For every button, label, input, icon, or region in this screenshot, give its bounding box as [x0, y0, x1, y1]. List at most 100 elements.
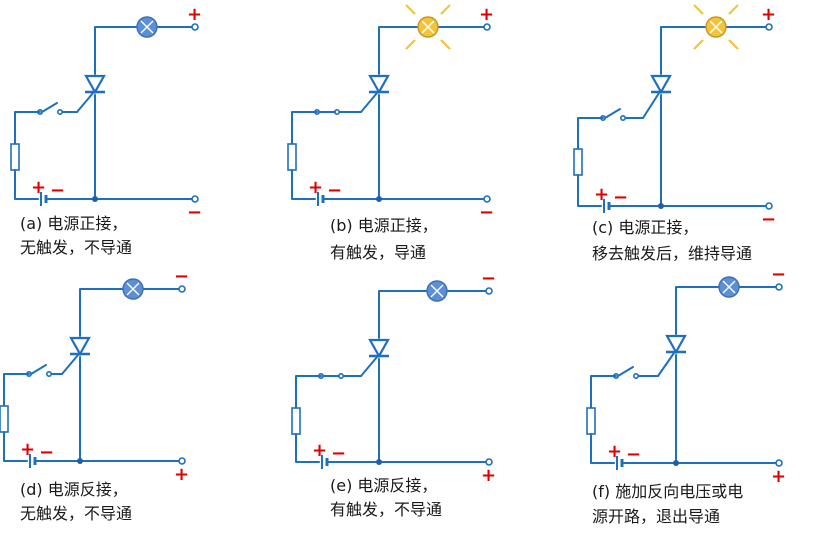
gate-resistor [586, 407, 596, 435]
lamp-filament [709, 20, 723, 34]
panel-caption-line: (a) 电源正接， [20, 214, 127, 233]
bottom-terminal [178, 457, 186, 465]
battery-plus-label: + [308, 177, 323, 198]
top-wire [378, 290, 490, 339]
panel-caption-line: 有触发，导通 [330, 243, 426, 262]
battery-plus-label: + [607, 441, 622, 462]
top-wire [675, 286, 780, 335]
panel-caption-line: (d) 电源反接， [20, 480, 128, 499]
gate-resistor [291, 407, 301, 435]
lamp-ray [440, 4, 451, 15]
battery-plus-label: + [312, 440, 327, 461]
junction-node [673, 460, 679, 466]
lamp-ray [693, 4, 704, 15]
top-wire [660, 26, 770, 75]
battery-plus-label: + [20, 439, 35, 460]
left-wire-upper [295, 375, 322, 409]
left-wire-upper [577, 117, 604, 150]
circuit-panel-d: +−−+(d) 电源反接，无触发，不导通 [0, 266, 189, 523]
bottom-terminal-polarity: − [761, 209, 776, 230]
panel-caption-line: 源开路，退出导通 [592, 507, 720, 526]
left-wire-lower [3, 431, 28, 462]
gate-lead [61, 354, 79, 375]
battery-minus-label: − [331, 443, 346, 464]
switch-blade-open [617, 366, 634, 377]
thyristor-anode [368, 338, 390, 359]
top-terminal [775, 283, 783, 291]
top-terminal [765, 23, 773, 31]
bottom-terminal-polarity: + [174, 464, 189, 485]
panel-caption-line: 无触发，不导通 [20, 238, 132, 257]
battery-plus-label: + [31, 177, 46, 198]
lamp-unlit [718, 276, 740, 298]
lamp-lit [693, 4, 739, 50]
thyristor-anode [665, 334, 687, 355]
lamp-ray [693, 39, 704, 50]
gate-lead [360, 92, 378, 113]
lamp-ray [728, 4, 739, 15]
bottom-terminal-polarity: − [187, 202, 202, 223]
battery-minus-label: − [39, 442, 54, 463]
junction-node [376, 459, 382, 465]
bottom-terminal [483, 195, 491, 203]
lamp-ray [728, 39, 739, 50]
top-terminal [178, 285, 186, 293]
top-terminal-polarity: + [479, 4, 494, 25]
bottom-terminal-polarity: − [479, 202, 494, 223]
left-wire-lower [14, 169, 39, 200]
thyristor-anode [84, 74, 106, 95]
junction-node [92, 196, 98, 202]
lamp-filament [140, 20, 154, 34]
gate-lead [642, 92, 660, 119]
left-wire-lower [577, 174, 602, 207]
battery-minus-label: − [613, 187, 628, 208]
circuit-panel-e: +−−+(e) 电源反接，有触发，不导通 [291, 268, 496, 519]
top-wire [378, 26, 488, 75]
bottom-terminal-polarity: + [771, 466, 786, 487]
bottom-terminal-polarity: + [481, 465, 496, 486]
panel-caption-line: (f) 施加反向电压或电 [592, 482, 743, 501]
panel-caption-line: (e) 电源反接， [330, 476, 437, 495]
thyristor-anode [368, 74, 390, 95]
lamp-filament [421, 20, 435, 34]
bottom-terminal [775, 459, 783, 467]
left-wire-upper [590, 375, 617, 409]
top-terminal-polarity: − [481, 268, 496, 289]
thyristor-anode [650, 74, 672, 95]
gate-resistor [10, 143, 20, 171]
top-wire [94, 26, 196, 75]
bottom-terminal [191, 195, 199, 203]
battery-minus-label: − [50, 180, 65, 201]
top-terminal [191, 23, 199, 31]
lamp-ray [440, 39, 451, 50]
lamp-unlit [122, 278, 144, 300]
top-terminal-polarity: + [761, 4, 776, 25]
left-wire-upper [291, 111, 318, 145]
gate-lead [360, 356, 378, 377]
lamp-filament [722, 280, 736, 294]
left-wire-lower [295, 433, 320, 463]
left-wire-lower [590, 433, 615, 464]
panel-caption-line: 有触发，不导通 [330, 500, 442, 519]
top-wire [79, 288, 183, 337]
switch-contact-right [619, 115, 626, 122]
gate-resistor [287, 143, 297, 171]
bottom-terminal [765, 202, 773, 210]
panel-caption-line: 移去触发后，维持导通 [592, 244, 752, 263]
top-terminal [483, 23, 491, 31]
left-wire-upper [3, 373, 30, 407]
battery-minus-label: − [626, 444, 641, 465]
junction-node [376, 196, 382, 202]
switch-blade-open [604, 108, 621, 119]
panel-caption-line: (b) 电源正接， [330, 216, 438, 235]
top-terminal-polarity: − [771, 264, 786, 285]
battery-minus-label: − [327, 180, 342, 201]
lamp-unlit [426, 280, 448, 302]
switch-blade-open [30, 364, 47, 375]
panel-caption-line: (c) 电源正接， [592, 218, 698, 237]
lamp-unlit [136, 16, 158, 38]
switch-contact-right [45, 371, 52, 378]
lamp-lit [405, 4, 451, 50]
